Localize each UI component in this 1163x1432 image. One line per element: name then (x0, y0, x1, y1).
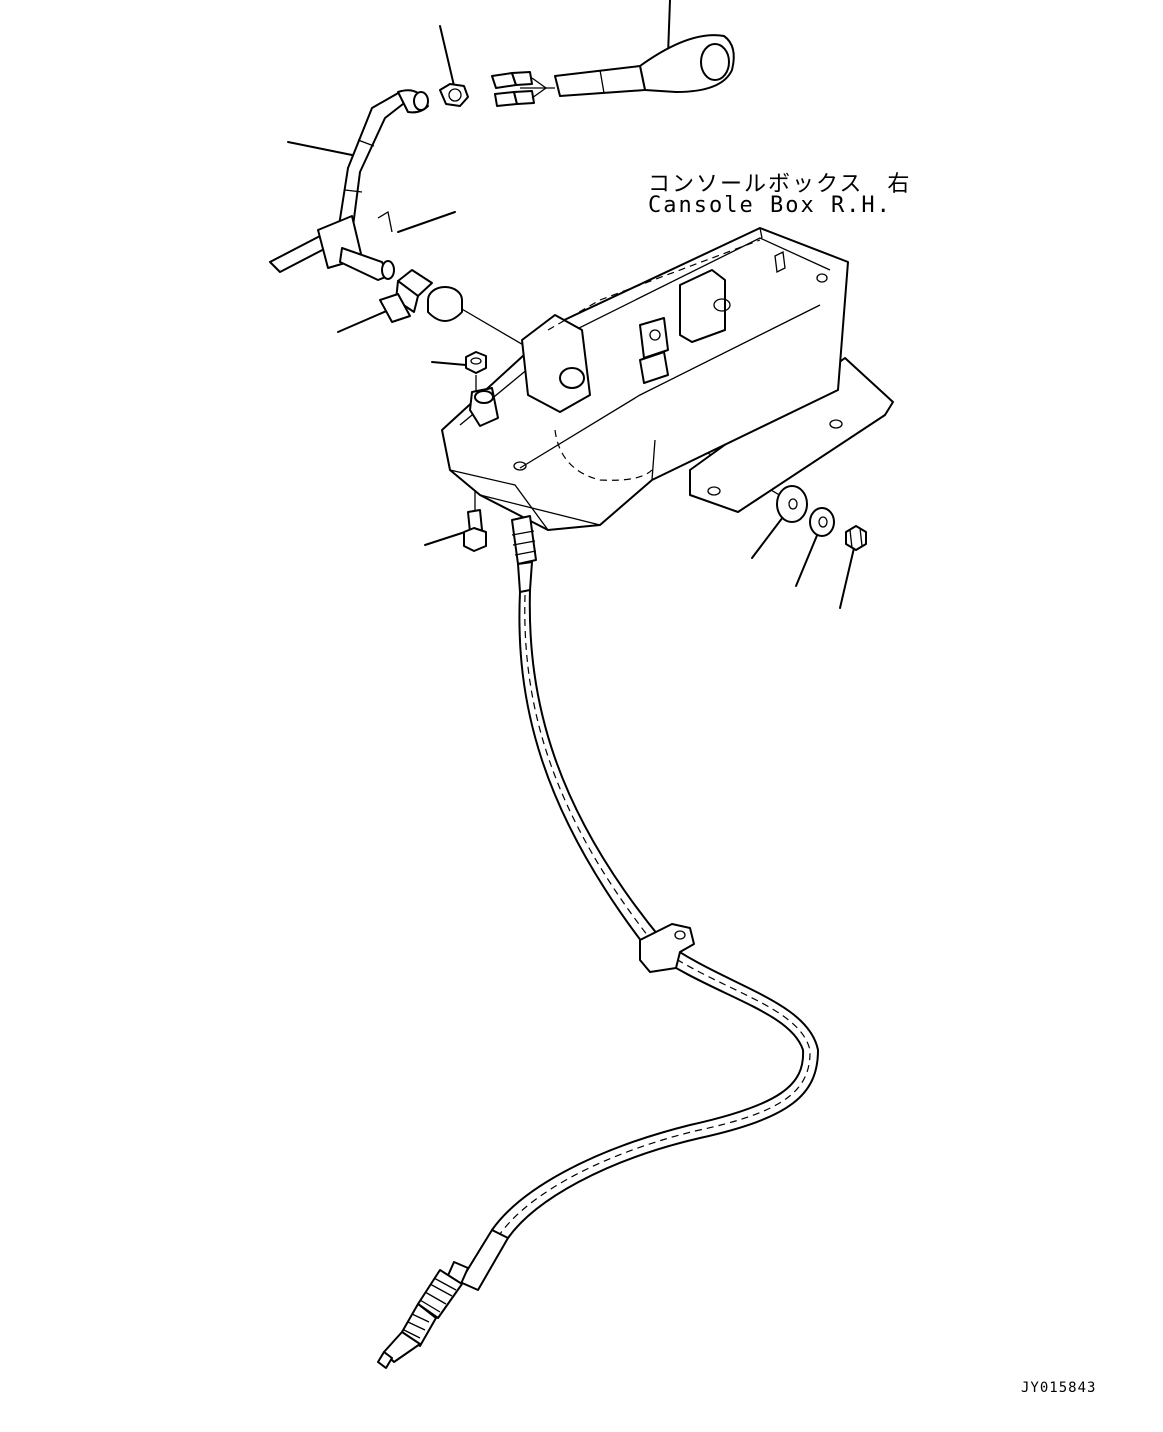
cable-clamp (639, 923, 695, 973)
drawing-code: JY015843 (1021, 1380, 1097, 1396)
knob (554, 34, 735, 97)
electrical-connector (491, 71, 548, 107)
control-cable (491, 515, 819, 1239)
console-box-label-en: Cansole Box R.H. (648, 193, 892, 218)
console-box-label-jp: コンソールボックス 右 (648, 172, 912, 197)
nut-small (465, 351, 487, 374)
lock-nut (845, 525, 867, 551)
washer (776, 485, 808, 523)
console-box (441, 227, 894, 531)
washer-2 (809, 507, 835, 537)
bolt (463, 509, 487, 552)
bushing (379, 269, 433, 323)
leader-lines (287, 0, 855, 609)
nut (439, 83, 469, 107)
cable-end-fitting (377, 1229, 509, 1369)
collar (427, 286, 463, 322)
lever (269, 89, 429, 281)
